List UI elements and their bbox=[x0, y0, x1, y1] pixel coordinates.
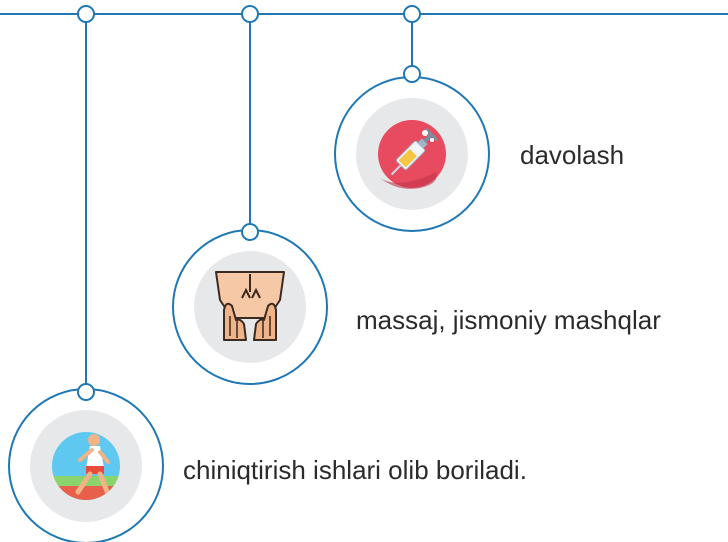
item-davolash bbox=[334, 76, 490, 232]
item-label-massaj: massaj, jismoniy mashqlar bbox=[356, 305, 661, 335]
item-label-davolash: davolash bbox=[520, 140, 625, 170]
syringe-icon bbox=[378, 120, 446, 189]
item-node-1 bbox=[403, 65, 421, 83]
item-massaj bbox=[172, 229, 328, 385]
item-node-2 bbox=[241, 223, 259, 241]
top-node-3 bbox=[403, 5, 421, 23]
item-chiniqtirish bbox=[8, 388, 164, 542]
item-label-chiniqtirish: chiniqtirish ishlari olib boriladi. bbox=[183, 455, 527, 485]
top-node-1 bbox=[77, 5, 95, 23]
massage-hands-icon bbox=[215, 271, 285, 341]
top-node-2 bbox=[241, 5, 259, 23]
item-node-3 bbox=[77, 383, 95, 401]
